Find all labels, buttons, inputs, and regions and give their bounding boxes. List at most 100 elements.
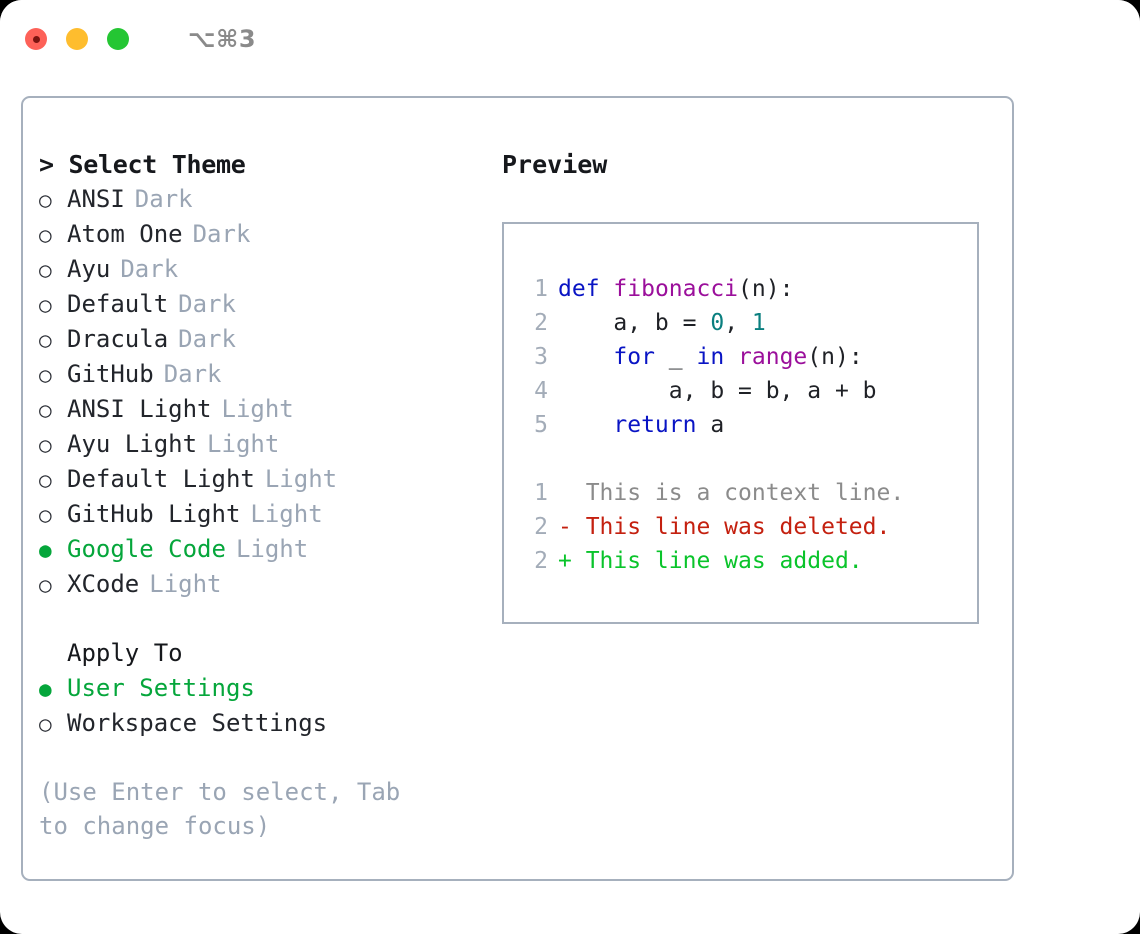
radio-selected-icon: ● bbox=[39, 677, 52, 701]
code-line: 3 for _ in range(n): bbox=[504, 340, 977, 374]
close-window-button[interactable] bbox=[25, 28, 47, 50]
code-token-num: 0 bbox=[710, 310, 725, 336]
keyboard-shortcut-label: ⌥⌘3 bbox=[188, 25, 257, 53]
code-token-kw: def bbox=[558, 276, 600, 302]
minimize-window-button[interactable] bbox=[66, 28, 88, 50]
list-spacer bbox=[39, 602, 489, 636]
diff-line-number: 2 bbox=[534, 548, 548, 574]
radio-unselected-icon: ○ bbox=[39, 433, 52, 457]
code-line-number: 1 bbox=[534, 276, 548, 302]
apply-to-list: ● User Settings ○ Workspace Settings bbox=[39, 671, 489, 741]
radio-unselected-icon: ○ bbox=[39, 293, 52, 317]
radio-unselected-icon: ○ bbox=[39, 712, 52, 736]
theme-option-label: ANSI Light bbox=[67, 395, 212, 423]
radio-unselected-icon: ○ bbox=[39, 328, 52, 352]
diff-line-content: This is a context line. bbox=[558, 480, 905, 506]
preview-heading: Preview bbox=[502, 150, 608, 179]
code-line: 4 a, b = b, a + b bbox=[504, 374, 977, 408]
code-token-var: _ bbox=[654, 344, 697, 370]
code-line: 1 def fibonacci(n): bbox=[504, 272, 977, 306]
theme-option-label: Atom One bbox=[67, 220, 183, 248]
diff-line-content: - This line was deleted. bbox=[558, 514, 891, 540]
radio-unselected-icon: ○ bbox=[39, 363, 52, 387]
theme-option-tag: Light bbox=[235, 535, 309, 563]
radio-unselected-icon: ○ bbox=[39, 188, 52, 212]
preview-gap bbox=[504, 442, 977, 476]
code-token-num: 1 bbox=[751, 310, 766, 336]
apply-to-heading-label: Apply To bbox=[67, 639, 183, 667]
theme-option-xcode[interactable]: ○ XCode Light bbox=[39, 567, 489, 602]
apply-to-heading-indent: ○ bbox=[39, 637, 67, 671]
radio-unselected-icon: ○ bbox=[39, 398, 52, 422]
theme-option-label: GitHub bbox=[67, 360, 154, 388]
keyboard-hint-text: (Use Enter to select, Tab to change focu… bbox=[39, 778, 401, 840]
code-token-var bbox=[724, 344, 738, 370]
theme-option-label: ANSI bbox=[67, 185, 125, 213]
theme-option-label: Ayu bbox=[67, 255, 111, 283]
theme-option-tag: Dark bbox=[192, 220, 251, 248]
theme-option-default-light[interactable]: ○ Default Light Light bbox=[39, 462, 489, 497]
theme-option-ansi-light[interactable]: ○ ANSI Light Light bbox=[39, 392, 489, 427]
apply-to-option-label: Workspace Settings bbox=[67, 709, 328, 737]
code-token-var: a, b = b, a + b bbox=[558, 378, 877, 404]
code-line: 2 a, b = 0, 1 bbox=[504, 306, 977, 340]
code-token-fn: range bbox=[738, 344, 808, 370]
theme-option-tag: Light bbox=[221, 395, 294, 423]
diff-line-number: 1 bbox=[534, 480, 548, 506]
theme-option-tag: Dark bbox=[120, 255, 179, 283]
code-token-kw: for bbox=[613, 344, 655, 370]
window-titlebar: ⌥⌘3 bbox=[0, 0, 1140, 78]
theme-option-github[interactable]: ○ GitHub Dark bbox=[39, 357, 489, 392]
theme-option-tag: Light bbox=[250, 500, 323, 528]
code-line-number: 3 bbox=[534, 344, 548, 370]
code-line: 5 return a bbox=[504, 408, 977, 442]
code-token-punc: (n): bbox=[738, 276, 794, 302]
apply-to-option-workspace-settings[interactable]: ○ Workspace Settings bbox=[39, 706, 489, 741]
code-token-punc: (n): bbox=[807, 344, 863, 370]
code-line-number: 2 bbox=[534, 310, 548, 336]
radio-selected-icon: ● bbox=[39, 538, 52, 562]
diff-line-add: 2+ This line was added. bbox=[504, 544, 977, 578]
apply-to-option-user-settings[interactable]: ● User Settings bbox=[39, 671, 489, 706]
theme-option-label: Default Light bbox=[67, 465, 255, 493]
code-token-var bbox=[558, 344, 613, 370]
theme-option-tag: Dark bbox=[178, 325, 236, 353]
code-line-content: def fibonacci(n): bbox=[558, 272, 793, 306]
theme-option-tag: Light bbox=[207, 430, 280, 458]
code-line-content: for _ in range(n): bbox=[558, 340, 863, 374]
code-token-fn: fibonacci bbox=[613, 276, 739, 302]
theme-option-tag: Dark bbox=[178, 290, 236, 318]
theme-option-tag: Light bbox=[264, 465, 338, 493]
radio-unselected-icon: ○ bbox=[39, 468, 52, 492]
radio-unselected-icon: ○ bbox=[39, 503, 52, 527]
code-line-number: 5 bbox=[534, 412, 548, 438]
apply-to-option-label: User Settings bbox=[67, 674, 255, 702]
code-token-var: a, b = bbox=[558, 310, 711, 336]
theme-option-tag: Dark bbox=[163, 360, 222, 388]
code-line-content: a, b = 0, 1 bbox=[558, 306, 766, 340]
theme-option-tag: Light bbox=[149, 570, 222, 598]
radio-unselected-icon: ○ bbox=[39, 573, 52, 597]
code-line-number: 4 bbox=[534, 378, 548, 404]
diff-sample: 1 This is a context line.2- This line wa… bbox=[504, 476, 977, 578]
code-token-kw: return bbox=[613, 412, 697, 438]
diff-line-ctx: 1 This is a context line. bbox=[504, 476, 977, 510]
apply-to-heading: ○ Apply To bbox=[39, 636, 489, 671]
diff-line-del: 2- This line was deleted. bbox=[504, 510, 977, 544]
maximize-window-button[interactable] bbox=[107, 28, 129, 50]
theme-option-label: XCode bbox=[67, 570, 140, 598]
code-token-var: a bbox=[696, 412, 725, 438]
